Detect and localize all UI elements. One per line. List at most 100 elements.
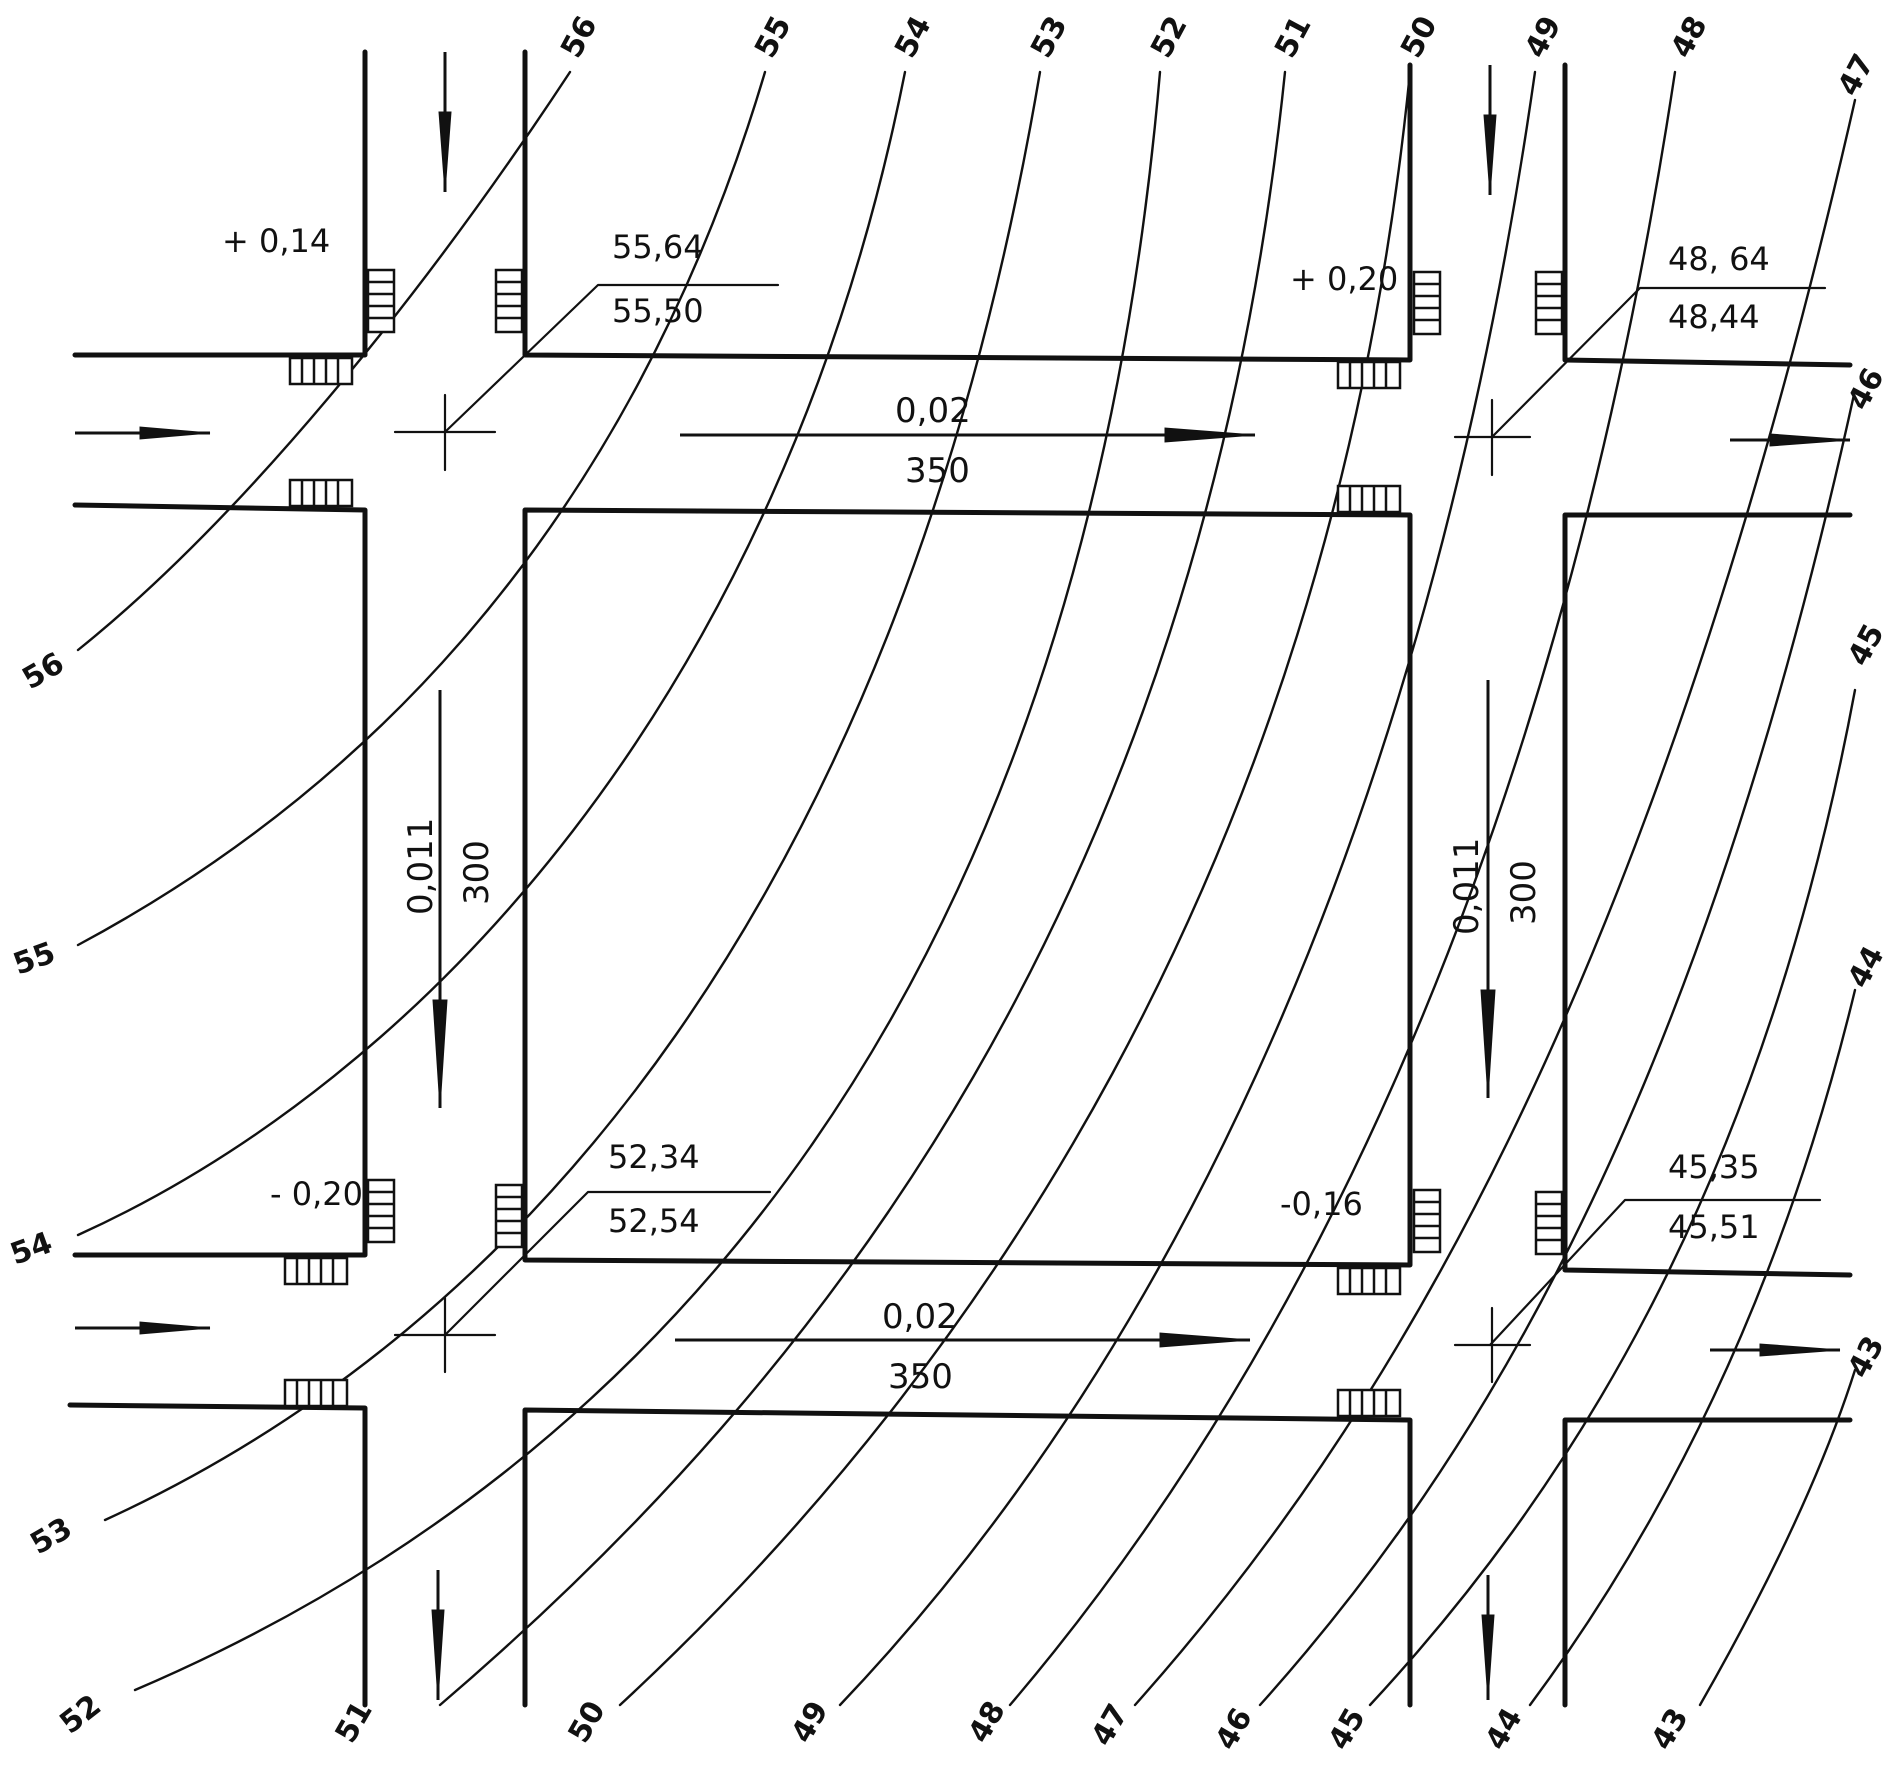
block-edge-se [1562,1417,1853,1708]
arrow-south-left-bottom [431,1570,445,1701]
contour-label: 52 [1144,10,1195,63]
block-edge-w [72,502,368,1258]
inlet-icon [1336,360,1402,390]
contour-49 [838,70,1537,1707]
elev-nw-ground: 55,50 [612,292,704,330]
elev-sw-ground: 52,54 [608,1202,700,1240]
block-edge-center [522,507,1413,1268]
arrow-east-bottom-right [1710,1343,1841,1357]
inlet-icon [366,1178,396,1244]
centre-marks [393,393,1532,1384]
arrow-south-right-middle [1480,680,1496,1099]
slope-right-length: 300 [1504,860,1544,925]
inlet-icon [1336,1388,1402,1418]
contour-label: 55 [9,935,60,982]
block-edge-n [522,49,1413,363]
contour-label: 48 [962,1695,1013,1749]
inlet-icon [494,1183,524,1249]
contour-label: 45 [1322,1702,1373,1756]
contour-label: 49 [1518,10,1569,63]
contour-label: 47 [1085,1698,1136,1752]
slope-top-length: 350 [905,451,970,491]
contour-43 [1698,1368,1857,1707]
contour-label: 47 [1831,48,1882,101]
contour-label: 45 [1841,618,1892,671]
contour-label: 50 [1394,10,1445,63]
inlet-icon [288,478,354,508]
inlet-icon [366,268,396,334]
leader-lines [443,283,1827,1347]
elev-ne-ground: 48,44 [1668,298,1760,336]
slope-bottom-length: 350 [888,1357,953,1397]
arrow-east-top-right [1730,433,1851,447]
block-edge-nw [72,49,368,358]
arrow-east-bottom-center [675,1332,1251,1348]
inlet-icon [283,1256,349,1286]
elev-sw-correction: - 0,20 [270,1175,363,1213]
contour-55 [76,70,767,947]
inlet-icon [283,1378,349,1408]
leader-sw [443,1190,772,1337]
contour-label: 50 [562,1695,613,1749]
contour-label: 46 [1209,1702,1260,1756]
contour-lines [76,70,1857,1707]
slope-labels: 0,02 350 0,02 350 0,011 300 0,011 300 [401,391,1544,1397]
contour-54 [76,70,907,1237]
arrow-east-top-center [680,427,1256,443]
contour-label: 44 [1841,940,1892,993]
contour-label: 51 [1268,10,1319,63]
contour-51 [438,70,1287,1707]
elev-sw-design: 52,34 [608,1138,700,1176]
contour-number-labels: 56 55 54 53 52 51 50 49 48 47 46 45 44 4… [6,10,1892,1756]
block-edge-ne [1562,62,1853,368]
elev-se-correction: -0,16 [1280,1185,1363,1223]
block-edge-sw [67,1402,368,1708]
contour-50 [618,70,1412,1707]
leader-ne [1490,286,1827,439]
arrow-east-bottom-left [75,1321,211,1335]
contour-label: 55 [748,10,799,63]
inlet-icon [1336,1266,1402,1296]
storm-inlets [283,268,1564,1418]
arrow-east-top-left [75,426,211,440]
contour-label: 43 [1841,1330,1892,1383]
leader-se [1488,1198,1822,1347]
elev-nw-correction: + 0,14 [222,222,330,260]
slope-bottom-gradient: 0,02 [882,1297,958,1337]
slope-left-gradient: 0,011 [401,818,441,915]
slope-left-length: 300 [457,840,497,905]
elev-se-design: 45,35 [1668,1148,1760,1186]
arrow-south-left-middle [432,690,448,1109]
inlet-icon [1412,1188,1442,1254]
contour-46 [1258,388,1857,1707]
street-edges [67,49,1853,1708]
contour-label: 56 [17,646,71,697]
contour-label: 51 [329,1695,380,1749]
cross-sw [393,1296,497,1374]
inlet-icon [1534,270,1564,336]
contour-label: 48 [1664,10,1715,63]
contour-label: 49 [785,1695,836,1749]
block-edge-s [522,1407,1413,1708]
contour-label: 54 [888,10,939,63]
elevation-labels: 55,64 55,50 + 0,14 + 0,20 48, 64 48,44 5… [222,222,1770,1246]
elev-se-ground: 45,51 [1668,1208,1760,1246]
contour-53 [103,70,1042,1522]
contour-label: 54 [6,1225,57,1272]
inlet-icon [1412,270,1442,336]
elev-ne-design: 48, 64 [1668,240,1770,278]
arrow-south-left-top [438,52,452,193]
elev-ne-correction: + 0,20 [1290,260,1398,298]
contour-label: 46 [1841,362,1892,415]
contour-44 [1528,988,1857,1707]
flow-arrows [75,52,1851,1701]
contour-label: 56 [554,10,605,63]
arrow-south-right-bottom [1481,1575,1495,1701]
slope-right-gradient: 0,011 [1447,838,1487,935]
contour-56 [76,70,572,652]
cross-se [1453,1306,1532,1384]
inlet-icon [1336,484,1402,514]
elev-nw-design: 55,64 [612,228,704,266]
block-edge-e [1562,512,1853,1278]
